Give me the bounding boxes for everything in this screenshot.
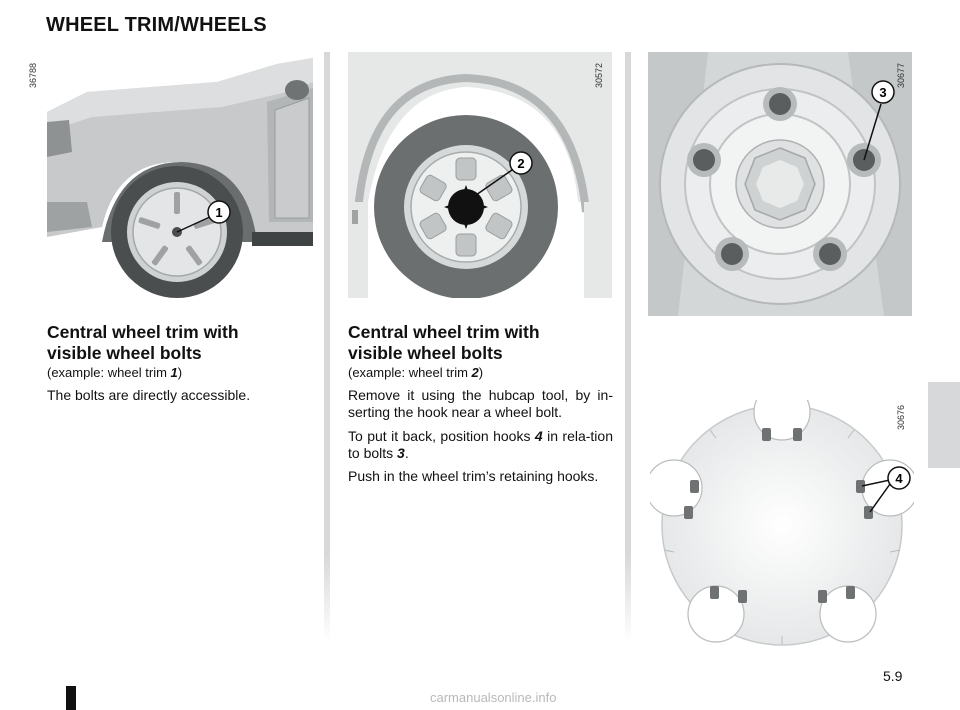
refit-prefix: To put it back, position hooks [348, 428, 535, 444]
column-divider-right [625, 52, 631, 642]
page-title: WHEEL TRIM/WHEELS [46, 14, 267, 36]
callout-1: 1 [215, 205, 222, 220]
figure-code-30572: 30572 [594, 62, 604, 88]
middle-para-refit: To put it back, position hooks 4 in rela… [348, 428, 613, 462]
page-number: 5.9 [883, 668, 903, 684]
callout-3: 3 [879, 85, 886, 100]
figure-code-30676: 30676 [896, 404, 906, 430]
left-title-line1: Central wheel trim with [47, 322, 239, 342]
figure-car-front-wheel: 1 [47, 52, 313, 298]
figure-wheel-bolts: 3 [648, 52, 912, 316]
refit-mid: in rela-tion to bolts [348, 428, 613, 461]
column-divider-left [324, 52, 330, 642]
middle-example-suffix: ) [478, 365, 484, 380]
middle-title-line1: Central wheel trim with [348, 322, 540, 342]
figure-wheel-hubcap-tool: 2 [348, 52, 612, 298]
watermark-text: carmanualsonline.info [430, 690, 557, 705]
left-example-prefix: (example: wheel trim [47, 365, 171, 380]
figure-code-30677: 30677 [896, 62, 906, 88]
middle-example-prefix: (example: wheel trim [348, 365, 472, 380]
left-section-title: Central wheel trim with visible wheel bo… [47, 322, 317, 364]
refit-suffix: . [404, 445, 409, 461]
figure-wheel-trim-hooks: 4 [650, 400, 914, 650]
figure-code-36788: 36788 [28, 62, 38, 88]
callout-4: 4 [895, 471, 903, 486]
left-title-line2: visible wheel bolts [47, 343, 202, 363]
corner-crop-mark [66, 686, 76, 710]
left-example-ref: 1 [170, 365, 178, 380]
middle-example-ref: 2 [471, 365, 479, 380]
section-side-tab [928, 382, 960, 468]
middle-section-title: Central wheel trim with visible wheel bo… [348, 322, 618, 364]
refit-ref-hooks: 4 [534, 428, 543, 444]
refit-ref-bolts: 3 [397, 445, 405, 461]
callout-2: 2 [517, 156, 524, 171]
left-example-suffix: ) [177, 365, 183, 380]
middle-example-note: (example: wheel trim 2) [348, 364, 613, 381]
middle-title-line2: visible wheel bolts [348, 343, 503, 363]
left-body-text: The bolts are directly accessible. [47, 387, 251, 403]
middle-para-remove: Remove it using the hubcap tool, by in-s… [348, 387, 613, 420]
left-example-note: (example: wheel trim 1) [47, 364, 312, 381]
middle-para-push: Push in the wheel trim’s retaining hooks… [348, 468, 599, 484]
